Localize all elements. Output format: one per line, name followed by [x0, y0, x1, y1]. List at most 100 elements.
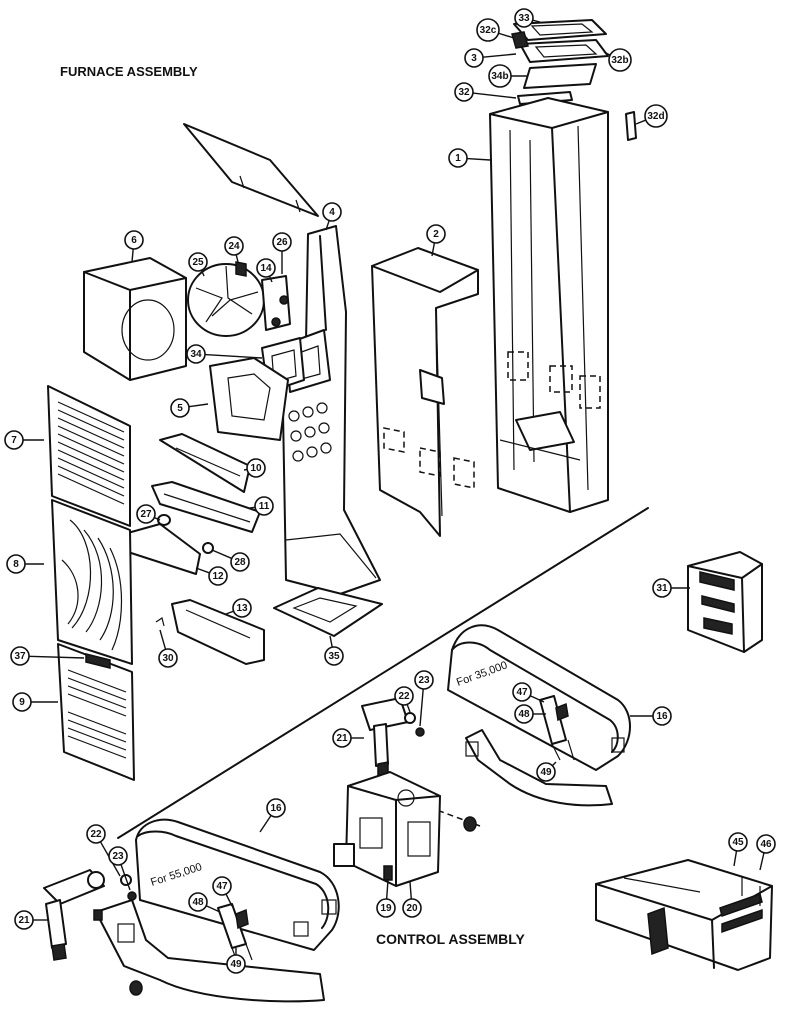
- callout-leader: [225, 610, 234, 615]
- callout-22a: 22: [394, 686, 414, 713]
- callout-label: 37: [14, 651, 26, 662]
- vent-plate-34b: [523, 63, 597, 89]
- top-deflector: [183, 123, 319, 217]
- callout-label: 45: [732, 837, 744, 848]
- callout-label: 33: [518, 13, 530, 24]
- callout-bubble: [124, 230, 144, 250]
- callout-bubble: [6, 554, 26, 574]
- vent-cap-32b: [519, 39, 609, 63]
- callout-label: 21: [336, 733, 348, 744]
- callout-8: 8: [6, 554, 44, 574]
- callout-leader: [188, 403, 209, 408]
- callout-leader: [733, 850, 738, 867]
- callout-13: 13: [225, 598, 252, 618]
- callout-label: 48: [192, 897, 204, 908]
- callout-leader: [406, 704, 411, 713]
- callout-label: 6: [131, 235, 137, 246]
- callout-bubble: [254, 496, 274, 516]
- callout-bubble: [158, 648, 178, 668]
- callout-label: 34: [190, 349, 202, 360]
- callout-label: 11: [259, 501, 270, 512]
- callout-2: 2: [426, 224, 446, 257]
- bracket-32d: [625, 111, 637, 141]
- callout-label: 34b: [491, 71, 508, 82]
- callout-label: 27: [140, 509, 152, 520]
- callout-label: 26: [276, 237, 288, 248]
- callout-48a: 48: [514, 704, 546, 724]
- callout-bubble: [488, 64, 512, 88]
- heat-shield-12: [123, 523, 201, 575]
- callout-label: 47: [216, 881, 228, 892]
- fitting-23-left: [127, 891, 137, 901]
- grommet-27: [157, 514, 171, 526]
- callout-label: 49: [540, 767, 552, 778]
- callout-49b: 49: [226, 948, 246, 974]
- callout-bubble: [728, 832, 748, 852]
- callout-47a: 47: [512, 682, 545, 703]
- cabinet-1: [489, 97, 609, 513]
- callout-leader: [159, 629, 167, 650]
- callout-label: 8: [13, 559, 19, 570]
- callout-leader: [325, 220, 330, 231]
- furnace-assembly-title: FURNACE ASSEMBLY: [60, 64, 198, 79]
- callout-47b: 47: [212, 876, 233, 907]
- callout-bubble: [224, 236, 244, 256]
- callout-label: 25: [192, 257, 204, 268]
- callout-leader: [259, 815, 272, 833]
- burner-cover-13: [171, 599, 265, 665]
- motor-bracket-14: [261, 275, 291, 331]
- callout-21b: 21: [14, 910, 48, 930]
- callout-14: 14: [256, 258, 276, 283]
- callout-label: 21: [18, 915, 30, 926]
- nut-right: [463, 816, 477, 832]
- callout-bubble: [108, 846, 128, 866]
- callout-bubble: [514, 704, 534, 724]
- callout-label: 47: [516, 687, 528, 698]
- callout-30: 30: [158, 629, 178, 668]
- callout-bubble: [188, 252, 208, 272]
- callout-7: 7: [4, 430, 44, 450]
- callout-bubble: [414, 670, 434, 690]
- callout-bubble: [756, 834, 776, 854]
- callout-label: 4: [329, 207, 335, 218]
- callout-label: 23: [418, 675, 430, 686]
- callout-leader: [466, 157, 491, 161]
- callout-bubble: [246, 458, 266, 478]
- combustion-box-5: [209, 357, 289, 441]
- lower-grille-9: [57, 643, 135, 781]
- callout-32b: 32b: [603, 48, 632, 72]
- callout-32: 32: [454, 82, 517, 102]
- callout-35: 35: [324, 635, 344, 666]
- callout-label: 3: [471, 53, 477, 64]
- grommet-28: [202, 542, 214, 554]
- callout-leader: [498, 32, 515, 39]
- callout-10: 10: [243, 458, 266, 478]
- callout-leader: [431, 242, 436, 257]
- callout-bubble: [454, 82, 474, 102]
- clip-30: [155, 617, 165, 627]
- callout-19: 19: [376, 879, 396, 918]
- callout-bubble: [324, 646, 344, 666]
- side-panel-2: [371, 247, 479, 537]
- callout-11: 11: [249, 496, 274, 516]
- callout-label: 22: [398, 691, 410, 702]
- callout-leader: [532, 19, 541, 23]
- callout-leader: [205, 905, 221, 913]
- callout-bubble: [652, 706, 672, 726]
- callout-bubble: [644, 104, 668, 128]
- orifice-22-right: [404, 712, 416, 724]
- callout-label: 32d: [647, 111, 664, 122]
- blower-housing-6: [83, 257, 187, 381]
- callout-bubble: [170, 398, 190, 418]
- callout-bubble: [464, 48, 484, 68]
- fitting-left-small: [93, 909, 103, 921]
- base-gasket-35: [273, 587, 383, 637]
- callout-label: 31: [656, 583, 668, 594]
- callout-leader: [211, 549, 233, 560]
- callout-label: 1: [455, 153, 461, 164]
- nut-left: [129, 980, 143, 996]
- callout-bubble: [272, 232, 292, 252]
- callout-label: 16: [656, 711, 668, 722]
- callout-leader: [419, 688, 424, 727]
